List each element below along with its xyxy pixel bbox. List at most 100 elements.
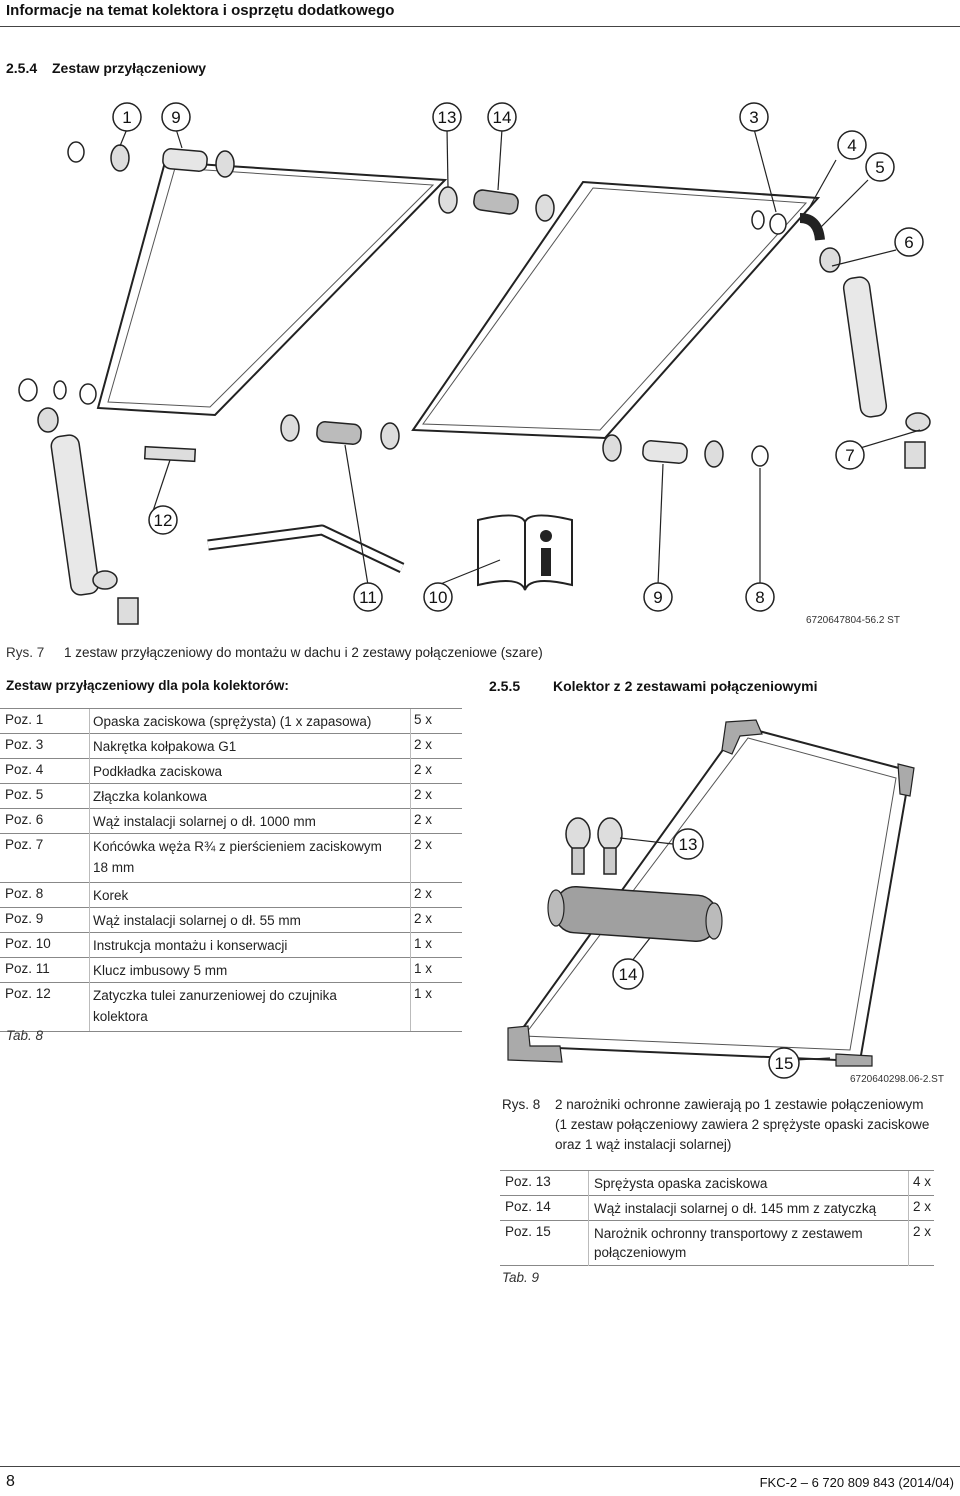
- section-number: 2.5.5: [489, 678, 521, 694]
- footer-rule: [0, 1466, 960, 1467]
- column-divider: [588, 1171, 589, 1266]
- callout-label: 14: [619, 965, 638, 984]
- clamp: [704, 440, 724, 468]
- callout-label: 12: [154, 511, 173, 530]
- collector-panel-left: [96, 160, 448, 417]
- hose-1000mm-right: [842, 276, 888, 418]
- callout-label: 13: [679, 835, 698, 854]
- table-label: Tab. 9: [502, 1270, 540, 1285]
- hose-end-fitting: [117, 597, 139, 625]
- table-row: Poz. 11 Klucz imbusowy 5 mm 1 x: [0, 958, 462, 983]
- caption-label: Rys. 8: [502, 1097, 541, 1112]
- callout-label: 9: [171, 108, 180, 127]
- corner-protector: [507, 1025, 563, 1063]
- hose-end-fitting: [904, 441, 926, 469]
- section-number: 2.5.4: [6, 60, 38, 76]
- clamp: [905, 412, 931, 432]
- elbow-fitting: [799, 213, 825, 241]
- hose-55mm-bottom-grey: [316, 421, 362, 445]
- washer: [53, 380, 67, 400]
- table-row: Poz. 10 Instrukcja montażu i konserwacji…: [0, 933, 462, 958]
- caption-line: oraz 1 wąż instalacji solarnej): [555, 1137, 732, 1152]
- page-number: 8: [6, 1473, 15, 1490]
- callout-10: [423, 582, 453, 612]
- page-header: [0, 0, 960, 27]
- callout-1: [112, 102, 142, 132]
- section-heading-2-5-4: 2.5.4 Zestaw przyłączeniowy: [6, 60, 206, 76]
- connection-kit-figure: 1 9 13 14 3 4 5 6 7 12 11 10 9 8 6720647…: [18, 102, 931, 626]
- callout-label: 11: [359, 588, 377, 607]
- table-row: Poz. 12 Zatyczka tulei zanurzeniowej do …: [0, 983, 462, 1032]
- callout-label: 3: [749, 108, 758, 127]
- caption-line: (1 zestaw połączeniowy zawiera 2 sprężys…: [555, 1117, 930, 1132]
- cap-nut: [79, 383, 97, 405]
- callout-5: [865, 152, 895, 182]
- callout-8: [745, 582, 775, 612]
- callout-15: [768, 1047, 800, 1079]
- table-row: Poz. 1 Opaska zaciskowa (sprężysta) (1 x…: [0, 709, 462, 734]
- section-title: Zestaw przyłączeniowy: [52, 60, 207, 76]
- callout-14: [612, 958, 644, 990]
- column-divider: [89, 709, 90, 1031]
- section-heading-2-5-5: 2.5.5 Kolektor z 2 zestawami połączeniowy…: [489, 678, 818, 694]
- callout-4: [837, 130, 867, 160]
- callout-label: 15: [775, 1054, 794, 1073]
- clamp: [380, 422, 400, 450]
- table-row: Poz. 13 Sprężysta opaska zaciskowa 4 x: [500, 1171, 934, 1196]
- callout-14: [487, 102, 517, 132]
- table-row: Poz. 5 Złączka kolankowa 2 x: [0, 784, 462, 809]
- callout-9b: [643, 582, 673, 612]
- caption-label: Rys. 7: [6, 645, 45, 660]
- collector-panel-right: [411, 180, 821, 440]
- corner-protector: [897, 763, 915, 797]
- header-title: Informacje na temat kolektora i osprzętu…: [6, 2, 395, 19]
- callout-label: 4: [847, 136, 856, 155]
- caption-text: 1 zestaw przyłączeniowy do montażu w dac…: [64, 645, 543, 660]
- callout-label: 6: [904, 233, 913, 252]
- table-row: Poz. 8 Korek 2 x: [0, 883, 462, 908]
- callout-9: [161, 102, 191, 132]
- column-divider: [908, 1171, 909, 1266]
- parts-table-2: Poz. 13 Sprężysta opaska zaciskowa 4 x P…: [500, 1170, 934, 1266]
- sensor-sleeve-plug: [143, 445, 197, 463]
- caption-line: 2 narożniki ochronne zawierają po 1 zest…: [555, 1097, 924, 1112]
- callout-13: [672, 828, 704, 860]
- table-row: Poz. 9 Wąż instalacji solarnej o dł. 55 …: [0, 908, 462, 933]
- cap-nut: [769, 213, 787, 235]
- callout-7: [835, 440, 865, 470]
- elbow-fitting: [18, 378, 38, 402]
- callout-label: 13: [438, 108, 457, 127]
- table-row: Poz. 6 Wąż instalacji solarnej o dł. 100…: [0, 809, 462, 834]
- hose-55mm-top: [162, 148, 208, 172]
- table-row: Poz. 14 Wąż instalacji solarnej o dł. 14…: [500, 1196, 934, 1221]
- clamp: [37, 407, 59, 433]
- clamp: [215, 150, 235, 178]
- callout-6: [894, 227, 924, 257]
- washer: [751, 210, 765, 230]
- parts-table: Poz. 1 Opaska zaciskowa (sprężysta) (1 x…: [0, 708, 462, 1032]
- clamp: [110, 144, 130, 172]
- table-label: Tab. 8: [6, 1028, 44, 1043]
- hose-55mm-grey: [473, 189, 519, 215]
- info-book-icon: [477, 514, 573, 591]
- plug-fitting: [751, 445, 769, 467]
- clamp: [438, 186, 458, 214]
- section-title: Kolektor z 2 zestawami połączeniowymi: [553, 678, 818, 694]
- hose-55mm-bottom: [642, 440, 688, 464]
- collector-with-kits-figure: 13 14 15 6720640298.06-2.ST: [507, 719, 944, 1085]
- clamp: [535, 194, 555, 222]
- callout-label: 14: [493, 108, 512, 127]
- document-id: FKC-2 – 6 720 809 843 (2014/04): [759, 1475, 954, 1490]
- spring-clamp: [565, 817, 591, 851]
- callout-label: 5: [875, 158, 884, 177]
- hose-1000mm-left: [50, 434, 100, 596]
- callout-label: 7: [845, 446, 854, 465]
- corner-protector: [835, 1053, 873, 1067]
- callout-11: [353, 582, 383, 612]
- figure-caption: Rys. 7 1 zestaw przyłączeniowy do montażu…: [6, 645, 543, 660]
- table-heading: Zestaw przyłączeniowy dla pola kolektoró…: [6, 678, 289, 693]
- table-row: Poz. 3 Nakrętka kołpakowa G1 2 x: [0, 734, 462, 759]
- table-row: Poz. 15 Narożnik ochronny transportowy z…: [500, 1221, 934, 1266]
- callout-label: 9: [653, 588, 662, 607]
- corner-protector: [721, 719, 763, 755]
